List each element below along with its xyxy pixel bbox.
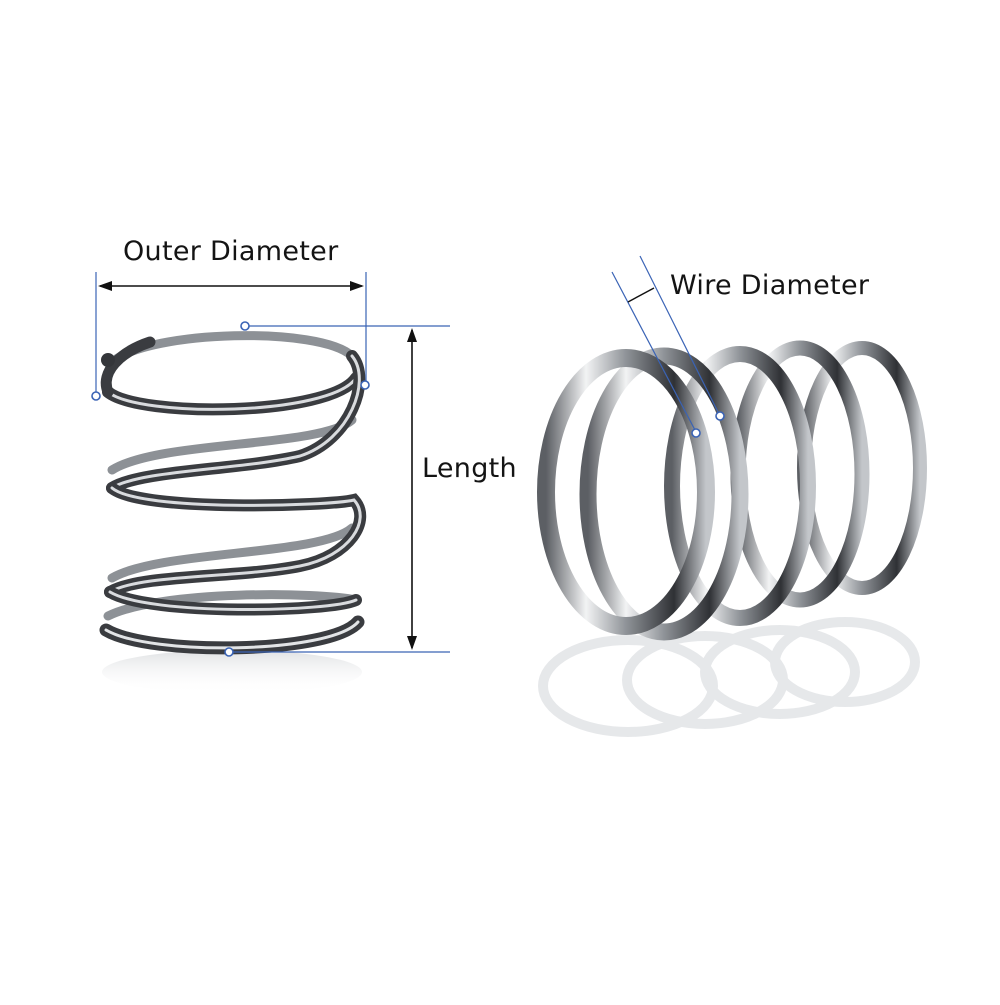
right-spring-reflection [538,617,920,737]
wire-diameter-marker-left [691,428,701,438]
length-dimension [224,321,450,657]
wire-diameter-guide-right [639,255,721,417]
outer-diameter-dimension [91,272,370,401]
wire-diameter-dimension [611,255,725,438]
length-marker-top [240,321,250,331]
right-spring-illustration [537,340,927,737]
length-label: Length [422,453,517,484]
wire-diameter-guide-left [611,271,697,433]
left-spring-front-coils [99,336,367,655]
left-spring-illustration [99,331,367,694]
wire-diameter-label: Wire Diameter [670,270,870,301]
length-marker-bottom [224,647,234,657]
right-spring-coil-1 [579,347,749,641]
right-spring-front-coil [537,349,715,635]
right-spring-coil-2 [664,346,816,626]
wire-diameter-marker-right [715,411,725,421]
outer-diameter-arrowhead-left [98,281,112,291]
length-arrowhead-bottom [407,636,417,650]
left-spring-reflection [102,650,362,694]
outer-diameter-arrowhead-right [350,281,364,291]
outer-diameter-marker-right [360,380,370,390]
outer-diameter-marker-left [91,391,101,401]
outer-diameter-label: Outer Diameter [123,236,339,267]
left-spring-wire-end [101,353,115,367]
wire-diameter-arrow-line [627,287,655,303]
length-arrowhead-top [407,328,417,342]
